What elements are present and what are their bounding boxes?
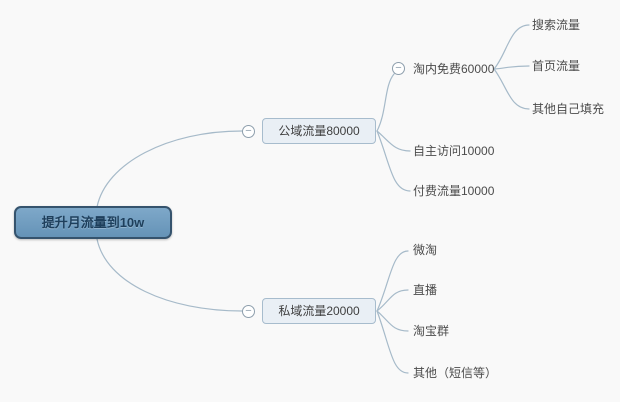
edge-taonei-shouye <box>493 65 530 70</box>
subtopic-other-sms[interactable]: 其他（短信等） <box>413 366 498 380</box>
branch-private-traffic[interactable]: 私域流量20000 <box>262 298 376 324</box>
edge-public-fufei <box>376 130 411 192</box>
edge-private-weitao <box>376 250 409 312</box>
branch-public-traffic[interactable]: 公域流量80000 <box>262 118 376 144</box>
collapse-minus-icon[interactable]: − <box>392 62 405 75</box>
edge-root-private <box>96 238 243 312</box>
subtopic-weitao[interactable]: 微淘 <box>413 243 438 257</box>
leaf-search-traffic[interactable]: 搜索流量 <box>532 18 581 32</box>
edge-private-taobaoqun <box>376 310 409 332</box>
edge-public-zizhu <box>376 130 411 152</box>
subtopic-taonei-free[interactable]: 淘内免费60000 <box>413 62 495 76</box>
collapse-minus-icon[interactable]: − <box>242 305 255 318</box>
leaf-homepage-traffic[interactable]: 首页流量 <box>532 59 581 73</box>
edge-private-zhibo <box>376 289 409 312</box>
leaf-other-self-fill[interactable]: 其他自己填充 <box>532 102 605 116</box>
root-topic[interactable]: 提升月流量到10w <box>14 206 172 239</box>
edge-taonei-sousuo <box>493 24 530 70</box>
subtopic-self-visit[interactable]: 自主访问10000 <box>413 144 495 158</box>
subtopic-taobao-group[interactable]: 淘宝群 <box>413 324 450 338</box>
edge-root-public <box>96 130 243 208</box>
edge-taonei-qita <box>493 68 530 110</box>
edge-private-qitaduanxin <box>376 310 409 374</box>
subtopic-live-streaming[interactable]: 直播 <box>413 283 438 297</box>
edge-public-taonei <box>376 73 395 132</box>
subtopic-paid-traffic[interactable]: 付费流量10000 <box>413 184 495 198</box>
collapse-minus-icon[interactable]: − <box>242 125 255 138</box>
